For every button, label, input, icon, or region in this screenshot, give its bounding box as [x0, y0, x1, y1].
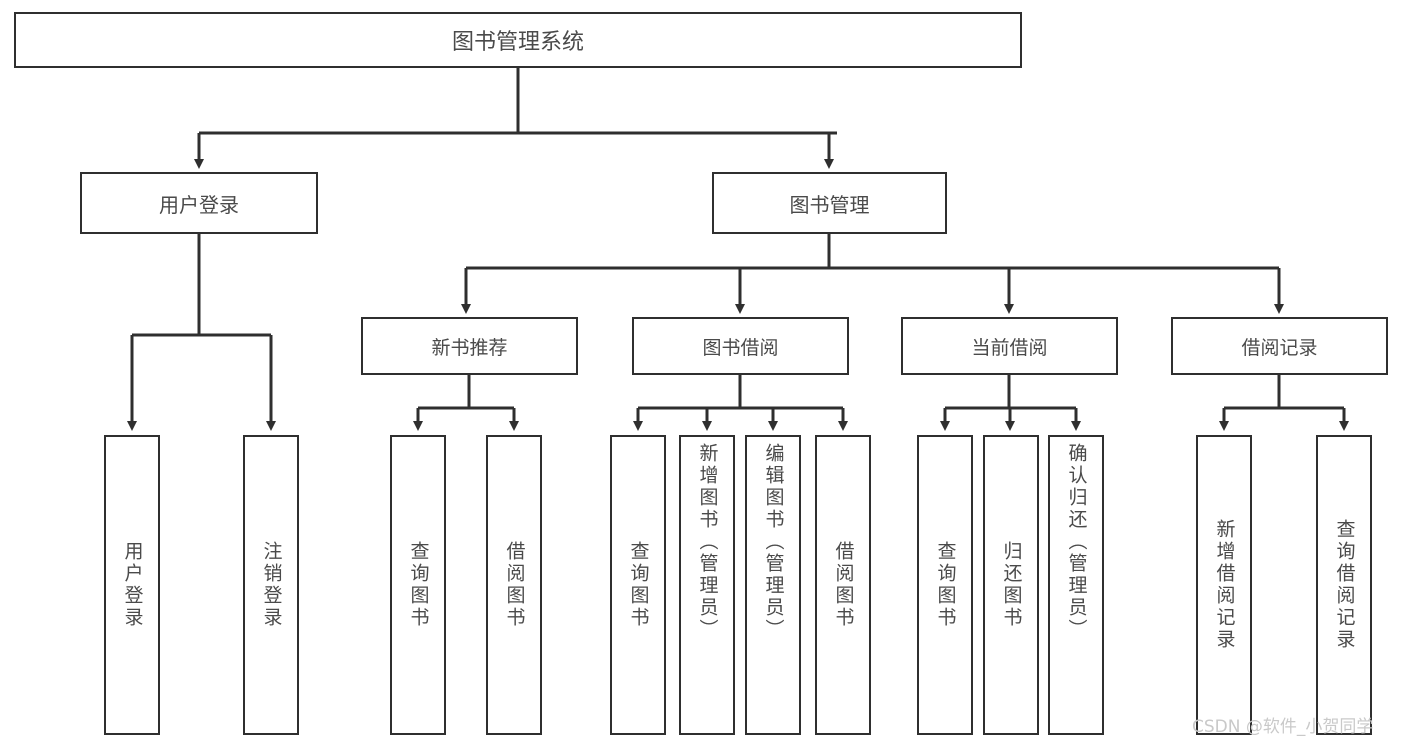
leaf-book-borrow-borrow-book[interactable]: 借阅图书 [815, 435, 871, 735]
node-current-borrow[interactable]: 当前借阅 [901, 317, 1118, 375]
leaf-book-borrow-edit-book-admin[interactable]: 编辑图书（管理员） [745, 435, 801, 735]
leaf-user-login-login[interactable]: 用户登录 [104, 435, 160, 735]
leaf-book-borrow-query-book[interactable]: 查询图书 [610, 435, 666, 735]
leaf-book-borrow-add-book-admin[interactable]: 新增图书（管理员） [679, 435, 735, 735]
leaf-label: 确认归还（管理员） [1065, 443, 1088, 641]
leaf-current-borrow-confirm-return-admin[interactable]: 确认归还（管理员） [1048, 435, 1104, 735]
leaf-borrow-record-add-record[interactable]: 新增借阅记录 [1196, 435, 1252, 735]
leaf-new-book-query-book[interactable]: 查询图书 [390, 435, 446, 735]
leaf-label: 新增借阅记录 [1213, 519, 1236, 651]
node-book-borrow[interactable]: 图书借阅 [632, 317, 849, 375]
node-book-management[interactable]: 图书管理 [712, 172, 947, 234]
leaf-new-book-borrow-book[interactable]: 借阅图书 [486, 435, 542, 735]
leaf-label: 编辑图书（管理员） [762, 443, 785, 641]
leaf-user-login-logout[interactable]: 注销登录 [243, 435, 299, 735]
leaf-label: 查询图书 [407, 541, 430, 629]
watermark-text: CSDN @软件_小贺同学 [1192, 717, 1374, 737]
node-new-book-recommend[interactable]: 新书推荐 [361, 317, 578, 375]
leaf-label: 借阅图书 [832, 541, 855, 629]
leaf-label: 注销登录 [260, 541, 283, 629]
leaf-label: 查询借阅记录 [1333, 519, 1356, 651]
node-borrow-record[interactable]: 借阅记录 [1171, 317, 1388, 375]
leaf-label: 新增图书（管理员） [696, 443, 719, 641]
leaf-label: 查询图书 [627, 541, 650, 629]
leaf-label: 借阅图书 [503, 541, 526, 629]
node-root-system[interactable]: 图书管理系统 [14, 12, 1022, 68]
leaf-label: 归还图书 [1000, 541, 1023, 629]
leaf-current-borrow-query-book[interactable]: 查询图书 [917, 435, 973, 735]
leaf-label: 查询图书 [934, 541, 957, 629]
leaf-current-borrow-return-book[interactable]: 归还图书 [983, 435, 1039, 735]
node-user-login[interactable]: 用户登录 [80, 172, 318, 234]
leaf-borrow-record-query-record[interactable]: 查询借阅记录 [1316, 435, 1372, 735]
leaf-label: 用户登录 [121, 541, 144, 629]
